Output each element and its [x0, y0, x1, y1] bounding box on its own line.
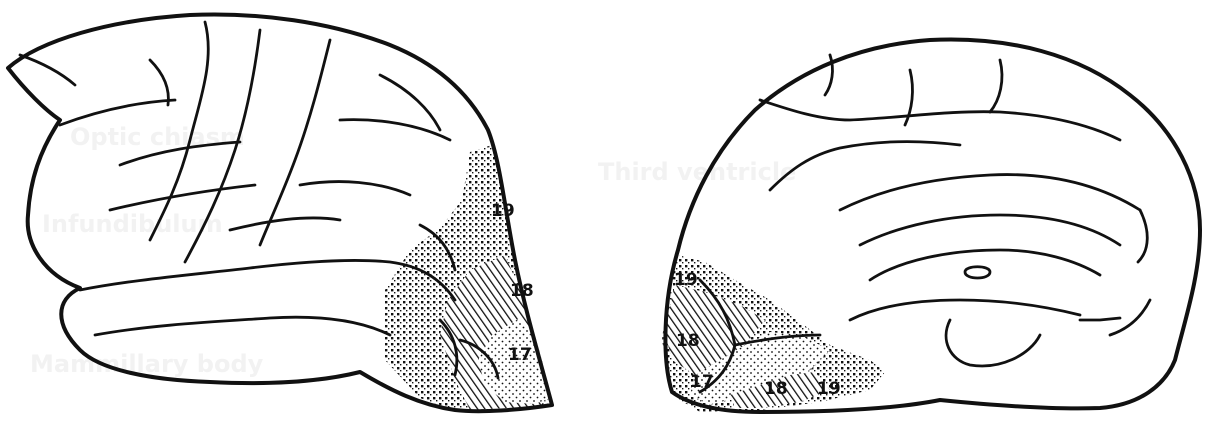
area-label-18-medial-lower: 18: [764, 379, 788, 399]
area-label-19-lateral: 19: [491, 201, 515, 221]
ghost-label: Third ventricle: [598, 158, 796, 186]
area-label-17-medial: 17: [690, 372, 714, 392]
area-label-18-medial-upper: 18: [676, 331, 700, 351]
area-label-18-lateral: 18: [510, 281, 534, 301]
area-label-17-lateral: 17: [508, 345, 532, 365]
ghost-label: Optic chiasm: [70, 123, 245, 151]
ghost-label: Mammillary body: [30, 350, 264, 378]
area-label-19-medial-upper: 19: [674, 270, 698, 290]
ghost-label: Infundibulum: [42, 210, 223, 238]
area-label-19-medial-lower: 19: [817, 379, 841, 399]
